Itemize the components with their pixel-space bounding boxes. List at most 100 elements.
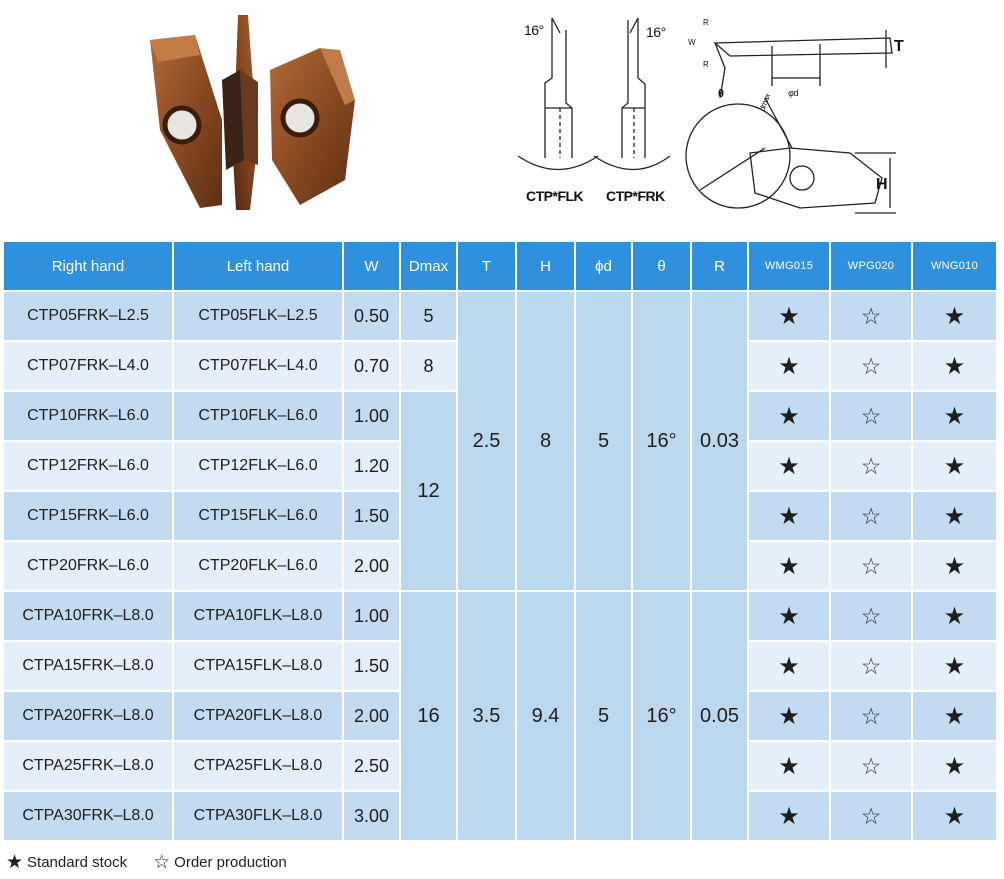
table-row: CTP05FRK–L2.5 CTP05FLK–L2.5 0.50 5 2.5 8… — [2, 290, 998, 592]
insert-product-photo — [150, 15, 355, 210]
right-hand-code: CTP12FRK–L6.0 — [2, 440, 174, 492]
header-wpg020: WPG020 — [829, 240, 913, 292]
dmax-value: 8 — [399, 340, 458, 392]
table-row: CTP10FRK–L6.0 CTP10FLK–L6.0 1.00 12 ★ ☆ … — [2, 390, 998, 592]
header-t: T — [456, 240, 517, 292]
stock-legend: ★ Standard stock ☆ Order production — [6, 850, 287, 874]
width-value: 0.50 — [342, 290, 401, 342]
wmg015-stock-icon: ★ — [747, 690, 831, 742]
table-row: CTPA25FRK–L8.0 CTPA25FLK–L8.0 2.50 ★ ☆ ★ — [2, 740, 998, 792]
wng010-stock-icon: ★ — [911, 440, 998, 492]
wmg015-stock-icon: ★ — [747, 490, 831, 542]
right-hand-code: CTP10FRK–L6.0 — [2, 390, 174, 442]
wng010-stock-icon: ★ — [911, 290, 998, 342]
wng010-stock-icon: ★ — [911, 590, 998, 642]
header-wmg015: WMG015 — [747, 240, 831, 292]
wng010-stock-icon: ★ — [911, 740, 998, 792]
dmax-value: 5 — [399, 290, 458, 342]
header-wng010: WNG010 — [911, 240, 998, 292]
wng010-stock-icon: ★ — [911, 790, 998, 842]
width-value: 2.50 — [342, 740, 401, 792]
order-production-label: Order production — [174, 853, 287, 871]
wng010-stock-icon: ★ — [911, 340, 998, 392]
table-row: CTP15FRK–L6.0 CTP15FLK–L6.0 1.50 ★ ☆ ★ — [2, 490, 998, 542]
t-value-group1: 2.5 — [456, 290, 517, 592]
technical-drawings: 16° 16° CTP*FLK CTP*FRK T H R R W θ φd d… — [510, 8, 910, 218]
left-hand-code: CTPA25FLK–L8.0 — [172, 740, 344, 792]
table-row: CTP07FRK–L4.0 CTP07FLK–L4.0 0.70 8 ★ ☆ ★ — [2, 340, 998, 392]
wpg020-stock-icon: ☆ — [829, 690, 913, 742]
phid-value-group2: 5 — [574, 590, 633, 842]
width-value: 1.50 — [342, 640, 401, 692]
header-phid: ϕd — [574, 240, 633, 292]
right-insert-image — [270, 48, 355, 205]
left-insert-image — [150, 35, 222, 208]
wmg015-stock-icon: ★ — [747, 290, 831, 342]
left-hand-code: CTP10FLK–L6.0 — [172, 390, 344, 442]
left-hand-code: CTP07FLK–L4.0 — [172, 340, 344, 392]
filled-star-icon: ★ — [6, 851, 24, 873]
left-hand-code: CTP15FLK–L6.0 — [172, 490, 344, 542]
left-hand-code: CTPA10FLK–L8.0 — [172, 590, 344, 642]
h-value-group1: 8 — [515, 290, 576, 592]
wng010-stock-icon: ★ — [911, 640, 998, 692]
r-value-group1: 0.03 — [690, 290, 749, 592]
header-theta: θ — [631, 240, 692, 292]
dimension-phid-label: φd — [788, 88, 798, 98]
wpg020-stock-icon: ☆ — [829, 490, 913, 542]
h-value-group2: 9.4 — [515, 590, 576, 842]
wpg020-stock-icon: ☆ — [829, 340, 913, 392]
table-row: CTP20FRK–L6.0 CTP20FLK–L6.0 2.00 ★ ☆ ★ — [2, 540, 998, 592]
wmg015-stock-icon: ★ — [747, 640, 831, 692]
t-value-group2: 3.5 — [456, 590, 517, 842]
ctp-flk-label: CTP*FLK — [526, 188, 584, 204]
wng010-stock-icon: ★ — [911, 540, 998, 592]
dimension-h-label: H — [876, 176, 888, 193]
technical-drawing-lines — [517, 17, 896, 214]
right-hand-code: CTP05FRK–L2.5 — [2, 290, 174, 342]
right-hand-code: CTPA10FRK–L8.0 — [2, 590, 174, 642]
dmax-value-merged: 12 — [399, 390, 458, 592]
dimension-r1-label: R — [703, 18, 709, 27]
width-value: 1.00 — [342, 590, 401, 642]
ctp-frk-label: CTP*FRK — [606, 188, 665, 204]
left-hand-code: CTPA15FLK–L8.0 — [172, 640, 344, 692]
right-hand-code: CTPA15FRK–L8.0 — [2, 640, 174, 692]
r-value-group2: 0.05 — [690, 590, 749, 842]
right-hand-code: CTP07FRK–L4.0 — [2, 340, 174, 392]
width-value: 1.20 — [342, 440, 401, 492]
header-dmax: Dmax — [399, 240, 458, 292]
dimension-r2-label: R — [703, 60, 709, 69]
wpg020-stock-icon: ☆ — [829, 590, 913, 642]
wmg015-stock-icon: ★ — [747, 590, 831, 642]
dmax-value-merged: 16 — [399, 590, 458, 842]
table-row: CTPA10FRK–L8.0 CTPA10FLK–L8.0 1.00 16 3.… — [2, 590, 998, 842]
width-value: 3.00 — [342, 790, 401, 842]
width-value: 1.00 — [342, 390, 401, 442]
table-row: CTP12FRK–L6.0 CTP12FLK–L6.0 1.20 ★ ☆ ★ — [2, 440, 998, 492]
right-hand-code: CTP20FRK–L6.0 — [2, 540, 174, 592]
product-illustration-area: 16° 16° CTP*FLK CTP*FRK T H R R W θ φd d… — [0, 0, 1004, 240]
table-row: CTPA30FRK–L8.0 CTPA30FLK–L8.0 3.00 ★ ☆ ★ — [2, 790, 998, 842]
dimension-w-label: W — [688, 38, 696, 47]
left-hand-code: CTP20FLK–L6.0 — [172, 540, 344, 592]
theta-value-group1: 16° — [631, 290, 692, 592]
wpg020-stock-icon: ☆ — [829, 640, 913, 692]
wmg015-stock-icon: ★ — [747, 540, 831, 592]
dimension-t-label: T — [894, 38, 904, 55]
wmg015-stock-icon: ★ — [747, 440, 831, 492]
table-row: CTPA20FRK–L8.0 CTPA20FLK–L8.0 2.00 ★ ☆ ★ — [2, 690, 998, 742]
wpg020-stock-icon: ☆ — [829, 290, 913, 342]
middle-insert-image — [222, 15, 258, 210]
wmg015-stock-icon: ★ — [747, 390, 831, 442]
header-w: W — [342, 240, 401, 292]
angle-left-label: 16° — [524, 22, 544, 38]
width-value: 1.50 — [342, 490, 401, 542]
dimension-theta-label: θ — [718, 88, 724, 100]
right-hand-code: CTPA25FRK–L8.0 — [2, 740, 174, 792]
left-hand-code: CTP12FLK–L6.0 — [172, 440, 344, 492]
left-hand-code: CTPA30FLK–L8.0 — [172, 790, 344, 842]
header-h: H — [515, 240, 576, 292]
header-left-hand: Left hand — [172, 240, 344, 292]
angle-right-label: 16° — [646, 24, 666, 40]
